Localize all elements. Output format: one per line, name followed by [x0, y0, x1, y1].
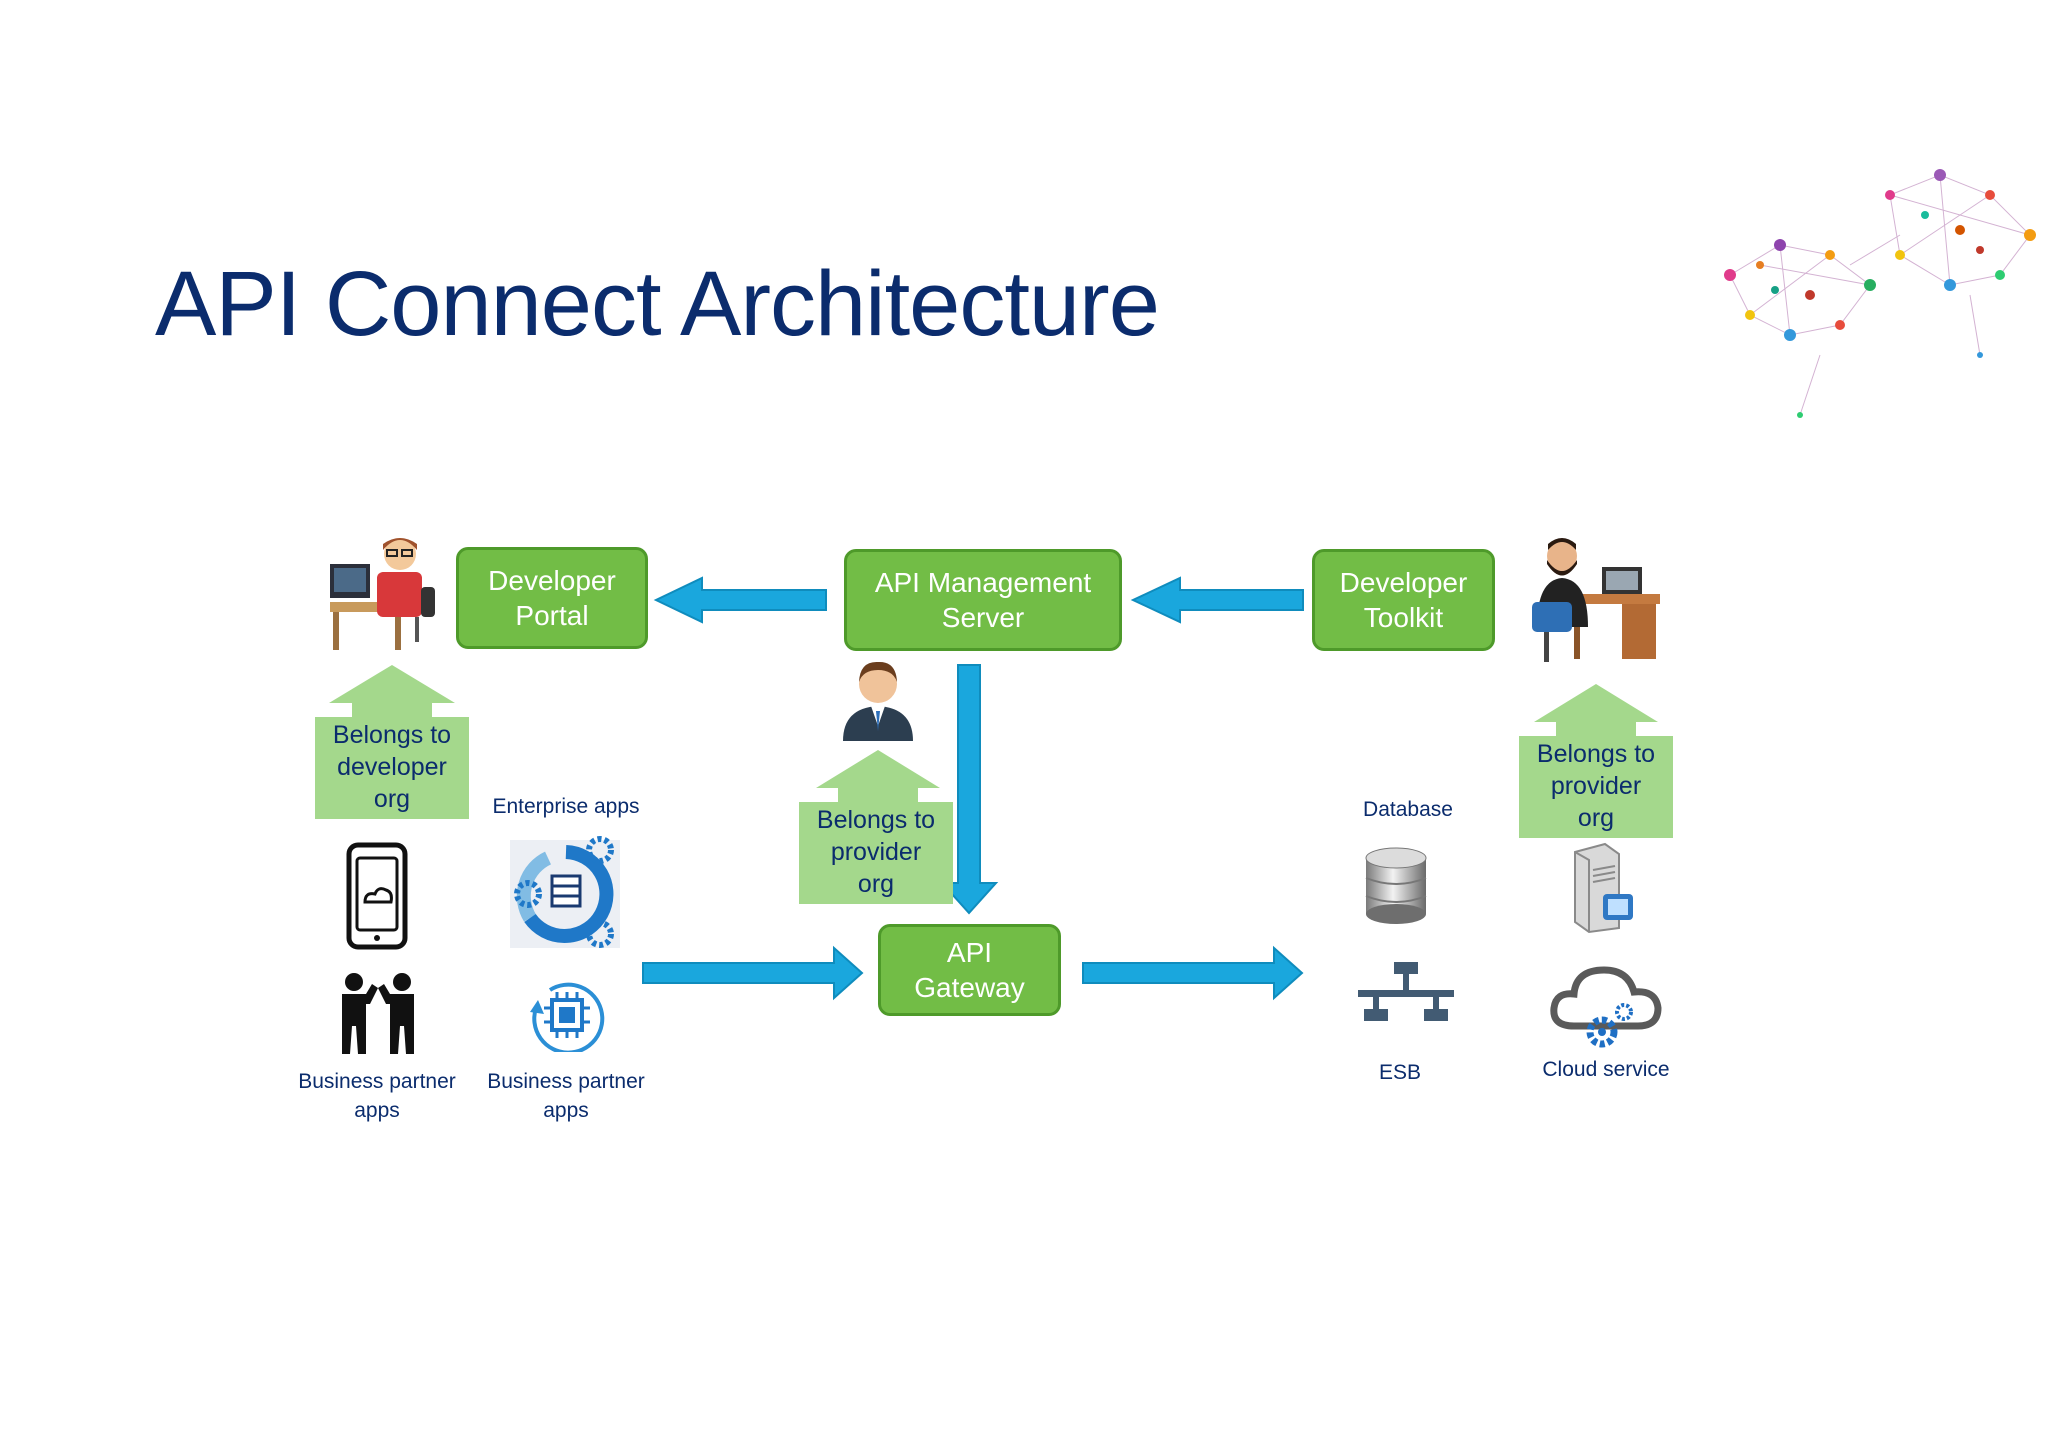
api-management-server-box[interactable]: API Management Server — [844, 549, 1122, 651]
database-label: Database — [1363, 798, 1453, 821]
arrow-server-to-portal — [653, 576, 827, 624]
business-partner-apps-right-label: Business partner apps — [487, 1070, 645, 1123]
tag-arrow-developer-org — [329, 665, 455, 717]
server-icon — [1574, 842, 1633, 934]
api-provider-icon — [843, 661, 913, 741]
cloud-service-icon — [1550, 966, 1662, 1048]
brain-network-icon — [1724, 169, 2036, 418]
api-developer-icon — [1532, 538, 1660, 662]
belongs-to-provider-org-right-tag: Belongs to provider org — [1519, 736, 1673, 838]
app-developer-icon — [330, 538, 435, 650]
business-partner-apps-left-label: Business partner apps — [298, 1070, 456, 1123]
cloud-service-label: Cloud service — [1542, 1058, 1670, 1081]
smartphone-icon — [346, 842, 408, 950]
belongs-to-provider-org-center-tag: Belongs to provider org — [799, 802, 953, 904]
partners-icon — [342, 973, 414, 1054]
chip-icon — [530, 982, 605, 1052]
api-gateway-box[interactable]: API Gateway — [878, 924, 1061, 1016]
arrow-server-to-gateway — [939, 664, 999, 915]
tag-arrow-provider-org-right — [1534, 684, 1658, 736]
enterprise-apps-label: Enterprise apps — [492, 795, 640, 818]
developer-portal-box[interactable]: Developer Portal — [456, 547, 648, 649]
belongs-to-developer-org-tag: Belongs to developer org — [315, 717, 469, 819]
slide-title: API Connect Architecture — [155, 253, 1160, 355]
arrow-toolkit-to-server — [1130, 576, 1304, 624]
developer-toolkit-box[interactable]: Developer Toolkit — [1312, 549, 1495, 651]
arrow-apps-to-gateway — [642, 945, 864, 1001]
esb-label: ESB — [1378, 1061, 1422, 1084]
database-icon — [1365, 847, 1427, 924]
tag-arrow-provider-org-center — [816, 750, 940, 802]
arrow-gateway-to-backend — [1082, 945, 1304, 1001]
esb-network-icon — [1358, 962, 1454, 1021]
enterprise-gears-icon — [510, 836, 620, 948]
